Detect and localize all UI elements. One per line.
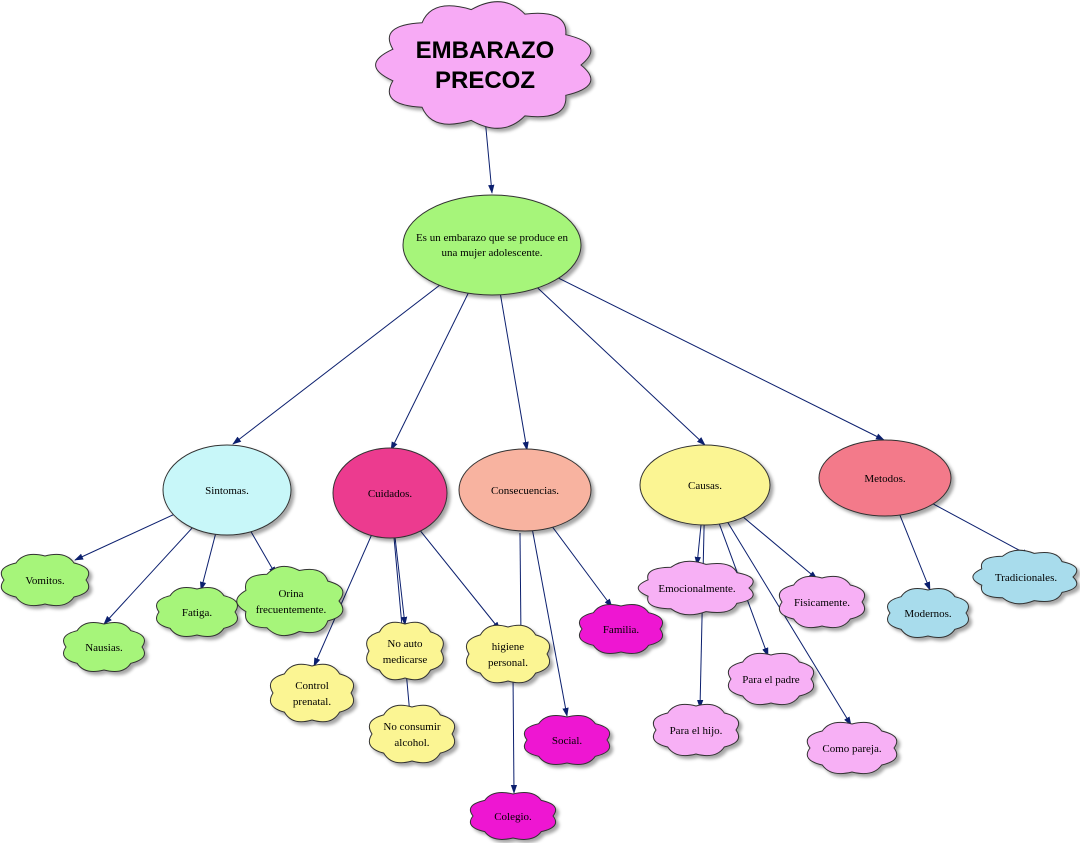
leaf-control-label-1: Control: [295, 680, 329, 692]
leaf-fatiga-label: Fatiga.: [182, 607, 212, 619]
leaf-fisicamente[interactable]: Fisicamente.: [778, 575, 866, 629]
leaf-para-el-hijo-label: Para el hijo.: [670, 725, 723, 737]
leaf-vomitos[interactable]: Vomitos.: [0, 553, 90, 607]
leaf-como-pareja-label: Como pareja.: [822, 743, 882, 755]
leaf-no-consumir-label-1: No consumir: [383, 721, 440, 733]
leaf-orina-label-2: frecuentemente.: [256, 604, 327, 616]
node-sintomas-label: Sintomas.: [205, 485, 249, 497]
node-sintomas[interactable]: Sintomas.: [162, 444, 292, 536]
connector-arrow: [510, 674, 518, 794]
leaf-emocionalmente-label: Emocionalmente.: [658, 583, 736, 595]
leaf-colegio[interactable]: Colegio.: [469, 792, 557, 840]
leaf-fisicamente-label: Fisicamente.: [794, 597, 850, 609]
connector-arrow: [484, 117, 495, 194]
definition-node[interactable]: Es un embarazo que se produce en una muj…: [402, 194, 582, 296]
leaf-orina-label-1: Orina: [278, 588, 303, 600]
leaf-orina[interactable]: Orina frecuentemente.: [236, 565, 344, 637]
leaf-control-label-2: prenatal.: [293, 696, 331, 708]
leaf-para-el-padre[interactable]: Para el padre: [727, 652, 815, 706]
definition-line-1: Es un embarazo que se produce en: [416, 232, 569, 244]
node-metodos-label: Metodos.: [864, 473, 906, 485]
leaf-no-consumir-alcohol[interactable]: No consumir alcohol.: [368, 704, 456, 764]
leaf-tradicionales[interactable]: Tradicionales.: [972, 549, 1078, 605]
leaf-no-consumir-label-2: alcohol.: [394, 737, 429, 749]
leaf-nausias-label: Nausias.: [85, 642, 123, 654]
leaf-como-pareja[interactable]: Como pareja.: [806, 721, 898, 775]
leaf-emocionalmente[interactable]: Emocionalmente.: [637, 560, 754, 616]
leaf-vomitos-label: Vomitos.: [25, 575, 64, 587]
leaf-higiene-personal[interactable]: higiene personal.: [465, 624, 551, 684]
leaf-familia[interactable]: Familia.: [578, 604, 664, 654]
leaf-fatiga[interactable]: Fatiga.: [156, 587, 238, 637]
node-causas[interactable]: Causas.: [639, 444, 771, 526]
leaf-higiene-label-2: personal.: [488, 657, 528, 669]
leaf-social-label: Social.: [552, 735, 582, 747]
title-cloud[interactable]: EMBARAZO PRECOZ: [375, 1, 592, 129]
leaf-nausias[interactable]: Nausias.: [63, 622, 145, 672]
leaf-tradicionales-label: Tradicionales.: [995, 572, 1057, 584]
leaf-no-auto-label-1: No auto: [387, 638, 423, 650]
connector-arrow: [517, 532, 525, 641]
leaf-no-auto-label-2: medicarse: [383, 654, 428, 666]
node-metodos[interactable]: Metodos.: [818, 439, 952, 517]
leaf-modernos-label: Modernos.: [904, 608, 952, 620]
leaf-para-el-padre-label: Para el padre: [742, 674, 800, 686]
definition-line-2: una mujer adolescente.: [441, 247, 542, 259]
leaf-higiene-label-1: higiene: [492, 641, 524, 653]
node-consecuencias[interactable]: Consecuencias.: [458, 448, 592, 532]
title-line-2: PRECOZ: [435, 67, 535, 94]
leaf-colegio-label: Colegio.: [494, 811, 532, 823]
node-causas-label: Causas.: [688, 480, 722, 492]
leaf-social[interactable]: Social.: [523, 715, 611, 765]
leaf-control-prenatal[interactable]: Control prenatal.: [269, 663, 355, 723]
leaf-modernos[interactable]: Modernos.: [887, 588, 969, 638]
connector-arrow: [704, 484, 852, 726]
title-line-1: EMBARAZO: [416, 37, 555, 64]
node-consecuencias-label: Consecuencias.: [491, 485, 559, 497]
node-cuidados[interactable]: Cuidados.: [332, 447, 448, 539]
leaf-para-el-hijo[interactable]: Para el hijo.: [652, 703, 740, 757]
leaf-familia-label: Familia.: [603, 624, 640, 636]
node-cuidados-label: Cuidados.: [368, 488, 413, 500]
leaf-no-auto-medicarse[interactable]: No auto medicarse: [366, 621, 444, 681]
